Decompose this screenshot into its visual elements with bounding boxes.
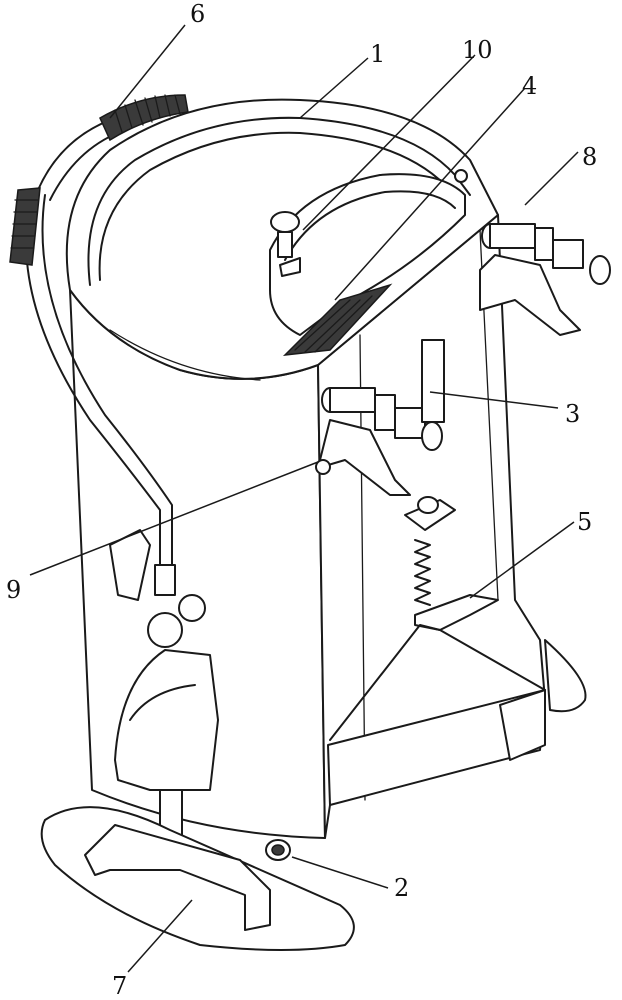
bottom-tray bbox=[327, 639, 587, 806]
top-knob bbox=[270, 169, 468, 277]
callout-4: 4 bbox=[522, 72, 537, 100]
spring-mechanism bbox=[329, 496, 546, 741]
handle-grip-upper bbox=[99, 94, 189, 142]
handle-tube bbox=[9, 94, 189, 566]
callout-3: 3 bbox=[565, 400, 580, 428]
callout-10: 10 bbox=[462, 36, 493, 64]
callout-1: 1 bbox=[370, 40, 385, 68]
leader-lines bbox=[29, 24, 579, 973]
callout-5: 5 bbox=[577, 508, 592, 536]
callout-7: 7 bbox=[112, 972, 127, 1000]
right-clamp bbox=[479, 223, 611, 336]
callout-labels: 6 1 10 4 8 3 5 9 2 7 bbox=[6, 0, 597, 1000]
wheel bbox=[265, 839, 291, 861]
callout-2: 2 bbox=[394, 874, 409, 902]
callout-6: 6 bbox=[190, 0, 205, 28]
middle-clamp bbox=[315, 387, 443, 496]
callout-8: 8 bbox=[582, 143, 597, 171]
handle-grip-lower bbox=[9, 187, 41, 266]
mop-attachment bbox=[40, 529, 355, 951]
side-window bbox=[421, 339, 445, 423]
callout-9: 9 bbox=[6, 576, 21, 604]
